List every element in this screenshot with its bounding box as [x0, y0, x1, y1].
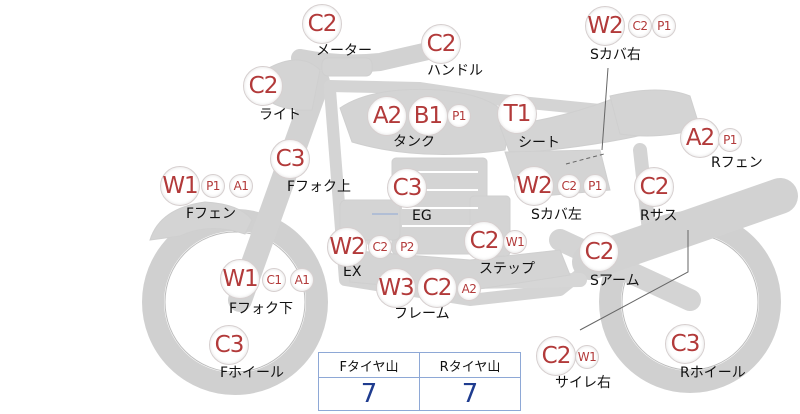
rear-tread-header: Rタイヤ山	[419, 352, 521, 378]
part-label-s-cover-left: Sカバ左	[531, 207, 582, 223]
muffler-shape	[572, 178, 798, 280]
part-label-exhaust: EX	[343, 264, 362, 280]
part-label-f-fork-upper: Fフォク上	[287, 179, 352, 195]
leader-s-cover-right	[601, 67, 609, 151]
damage-code-frame-2: A2	[457, 277, 481, 301]
damage-code-light-0: C2	[243, 66, 283, 106]
rear-tread-value: 7	[419, 377, 521, 411]
tire-tread-table: Fタイヤ山 Rタイヤ山 7 7	[318, 352, 521, 411]
part-label-s-arm: Sアーム	[590, 273, 640, 289]
damage-code-side-stand-right-1: W1	[575, 345, 599, 369]
damage-code-s-cover-right-1: C2	[628, 14, 652, 38]
meter-shape	[321, 57, 373, 77]
part-label-frame: フレーム	[394, 306, 450, 322]
damage-code-tank-0: A2	[367, 96, 407, 136]
part-label-r-suspension: Rサス	[640, 208, 678, 224]
part-label-engine: EG	[412, 208, 432, 224]
part-label-handle: ハンドル	[427, 63, 483, 79]
damage-code-s-cover-right-2: P1	[652, 14, 676, 38]
damage-code-r-suspension-0: C2	[634, 167, 674, 207]
damage-code-step-1: W1	[503, 230, 527, 254]
damage-code-f-fork-upper-0: C3	[270, 139, 310, 179]
part-label-f-fender: Fフェン	[186, 206, 237, 222]
damage-code-handle-0: C2	[421, 24, 461, 64]
part-label-f-fork-lower: Fフォク下	[229, 301, 294, 317]
part-label-meter: メーター	[316, 43, 372, 59]
damage-code-f-fork-lower-1: C1	[262, 268, 286, 292]
damage-code-meter-0: C2	[302, 4, 342, 44]
damage-code-frame-1: C2	[417, 268, 457, 308]
front-tread-header: Fタイヤ山	[318, 352, 420, 378]
damage-code-r-wheel-0: C3	[665, 324, 705, 364]
damage-code-s-cover-left-0: W2	[514, 166, 554, 206]
part-label-r-wheel: Rホイール	[680, 365, 746, 381]
damage-code-f-fender-0: W1	[160, 166, 200, 206]
damage-code-s-cover-right-0: W2	[585, 6, 625, 46]
damage-code-f-fork-lower-2: A1	[290, 268, 314, 292]
front-fender-shape	[149, 201, 253, 241]
damage-code-frame-0: W3	[376, 268, 416, 308]
damage-code-f-fender-2: A1	[229, 174, 253, 198]
part-label-tank: タンク	[393, 134, 435, 150]
damage-code-exhaust-2: P2	[395, 235, 419, 259]
part-label-step: ステップ	[479, 261, 535, 277]
damage-code-f-fork-lower-0: W1	[220, 259, 260, 299]
damage-code-r-fender-1: P1	[718, 128, 742, 152]
front-tread-value: 7	[318, 377, 420, 411]
part-label-f-wheel: Fホイール	[220, 365, 285, 381]
part-label-side-stand-right: サイレ右	[555, 375, 611, 391]
part-label-seat: シート	[518, 135, 560, 151]
part-label-s-cover-right: Sカバ右	[590, 47, 641, 63]
damage-code-r-fender-0: A2	[680, 118, 720, 158]
damage-code-tank-2: P1	[447, 104, 471, 128]
damage-code-engine-0: C3	[387, 168, 427, 208]
damage-code-step-0: C2	[464, 221, 504, 261]
damage-code-s-cover-left-2: P1	[583, 174, 607, 198]
damage-code-side-stand-right-0: C2	[536, 336, 576, 376]
damage-code-exhaust-0: W2	[327, 227, 367, 267]
leader-side-stand	[579, 230, 689, 331]
damage-code-f-wheel-0: C3	[209, 325, 249, 365]
damage-code-tank-1: B1	[408, 96, 448, 136]
part-label-light: ライト	[259, 107, 301, 123]
damage-code-f-fender-1: P1	[201, 174, 225, 198]
part-label-r-fender: Rフェン	[711, 155, 763, 171]
damage-code-seat-0: T1	[497, 94, 537, 134]
damage-code-s-cover-left-1: C2	[557, 174, 581, 198]
damage-code-s-arm-0: C2	[579, 232, 619, 272]
damage-code-exhaust-1: C2	[368, 235, 392, 259]
